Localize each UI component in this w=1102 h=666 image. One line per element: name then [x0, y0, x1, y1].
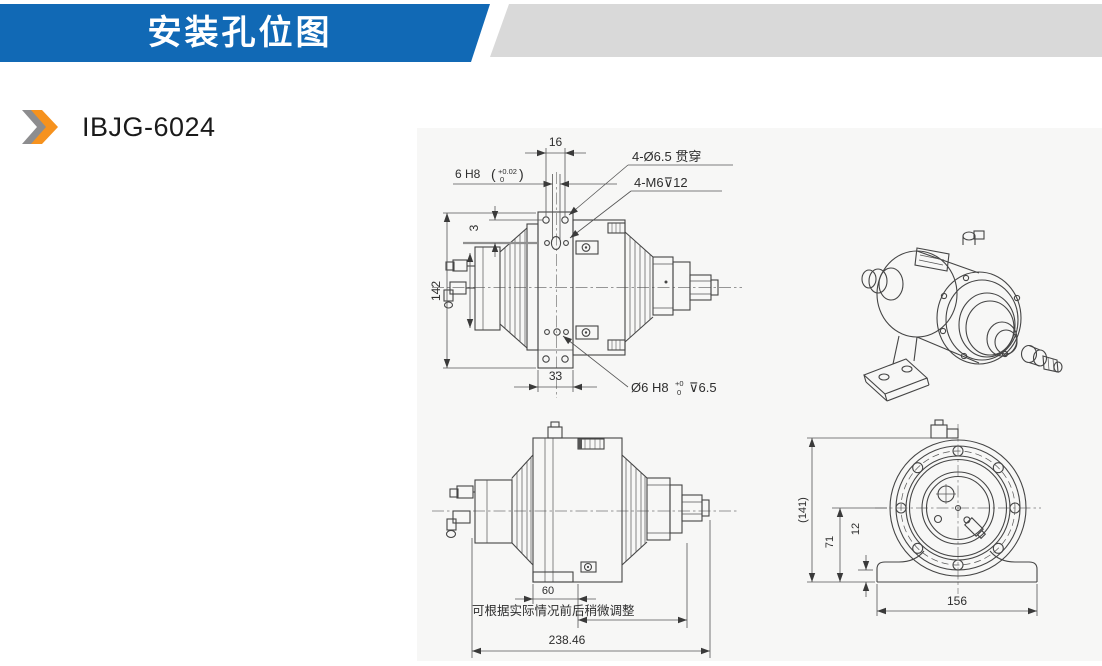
- chevron-front: [31, 110, 58, 144]
- dim-156-label: 156: [947, 594, 967, 608]
- pilot-hole-label: Ø6 H8: [631, 380, 669, 395]
- chevron-back: [22, 110, 49, 144]
- through-holes-label: 4-Ø6.5 贯穿: [632, 149, 701, 164]
- pilot-depth-label: ⊽6.5: [689, 380, 717, 395]
- pilot-tol-lower: 0: [677, 388, 681, 397]
- top-side-view: 16 6 H8 ( +0.02 0 ) 4-Ø6.5 贯穿 4-M6⊽12 Ø6…: [429, 135, 742, 398]
- dim-3-label: 3: [467, 224, 481, 231]
- dim-141-label: (141): [797, 497, 809, 523]
- dim-142-label: 142: [429, 281, 443, 301]
- fit-6h8-label: 6 H8: [455, 167, 481, 181]
- dim-60-label: 60: [542, 585, 554, 597]
- fit-6h8-tol-lower: 0: [500, 175, 504, 184]
- adjust-note: 可根据实际情况前后稍微调整: [472, 603, 635, 618]
- model-name: IBJG-6024: [82, 111, 216, 142]
- header-banner: 安装孔位图: [0, 4, 490, 62]
- installation-drawing-svg: 16 6 H8 ( +0.02 0 ) 4-Ø6.5 贯穿 4-M6⊽12 Ø6…: [429, 135, 1063, 658]
- model-row: IBJG-6024: [22, 110, 216, 144]
- tapped-holes-label: 4-M6⊽12: [634, 175, 688, 190]
- double-chevron-icon: [22, 110, 58, 144]
- dim-12-label: 12: [850, 523, 862, 535]
- dim-total-length-label: 238.46: [549, 633, 586, 647]
- dim-71-label: 71: [824, 536, 836, 548]
- header-band-decoration: [490, 4, 1102, 57]
- fit-6h8-paren-open: (: [491, 166, 496, 182]
- pilot-tol-upper: +0: [675, 379, 684, 388]
- bottom-side-view: 60 可根据实际情况前后稍微调整 238.46: [432, 421, 737, 658]
- dim-16-label: 16: [549, 135, 563, 149]
- dim-33-label: 33: [549, 369, 563, 383]
- page-title: 安装孔位图: [147, 13, 333, 53]
- installation-drawing-image: 16 6 H8 ( +0.02 0 ) 4-Ø6.5 贯穿 4-M6⊽12 Ø6…: [417, 128, 1102, 661]
- fit-6h8-tol-upper: +0.02: [498, 167, 517, 176]
- isometric-view: [861, 230, 1063, 402]
- fit-6h8-paren-close: ): [519, 166, 524, 182]
- front-view: (141) 71 12 156: [797, 419, 1041, 616]
